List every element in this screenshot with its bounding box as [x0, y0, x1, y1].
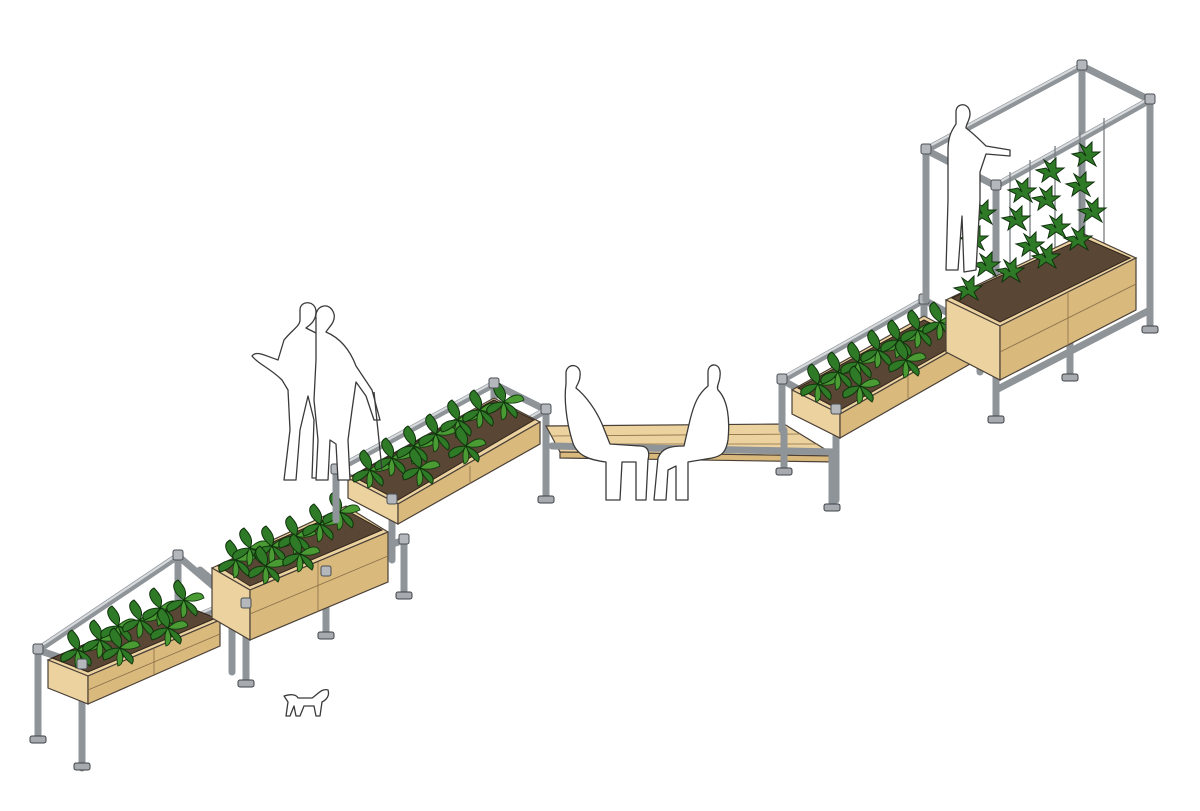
- planter-4: [776, 293, 986, 504]
- person-silhouette-seated-left: [564, 365, 650, 501]
- planter-1: [29, 549, 238, 772]
- dog-silhouette: [283, 688, 330, 717]
- person-silhouette-seated-right: [653, 364, 730, 501]
- planter-2: [196, 491, 413, 688]
- planter-5-trellis: [920, 59, 1159, 424]
- person-silhouette-gardener: [945, 104, 1011, 273]
- person-silhouette-woman: [313, 305, 383, 481]
- planter-3: [330, 377, 555, 564]
